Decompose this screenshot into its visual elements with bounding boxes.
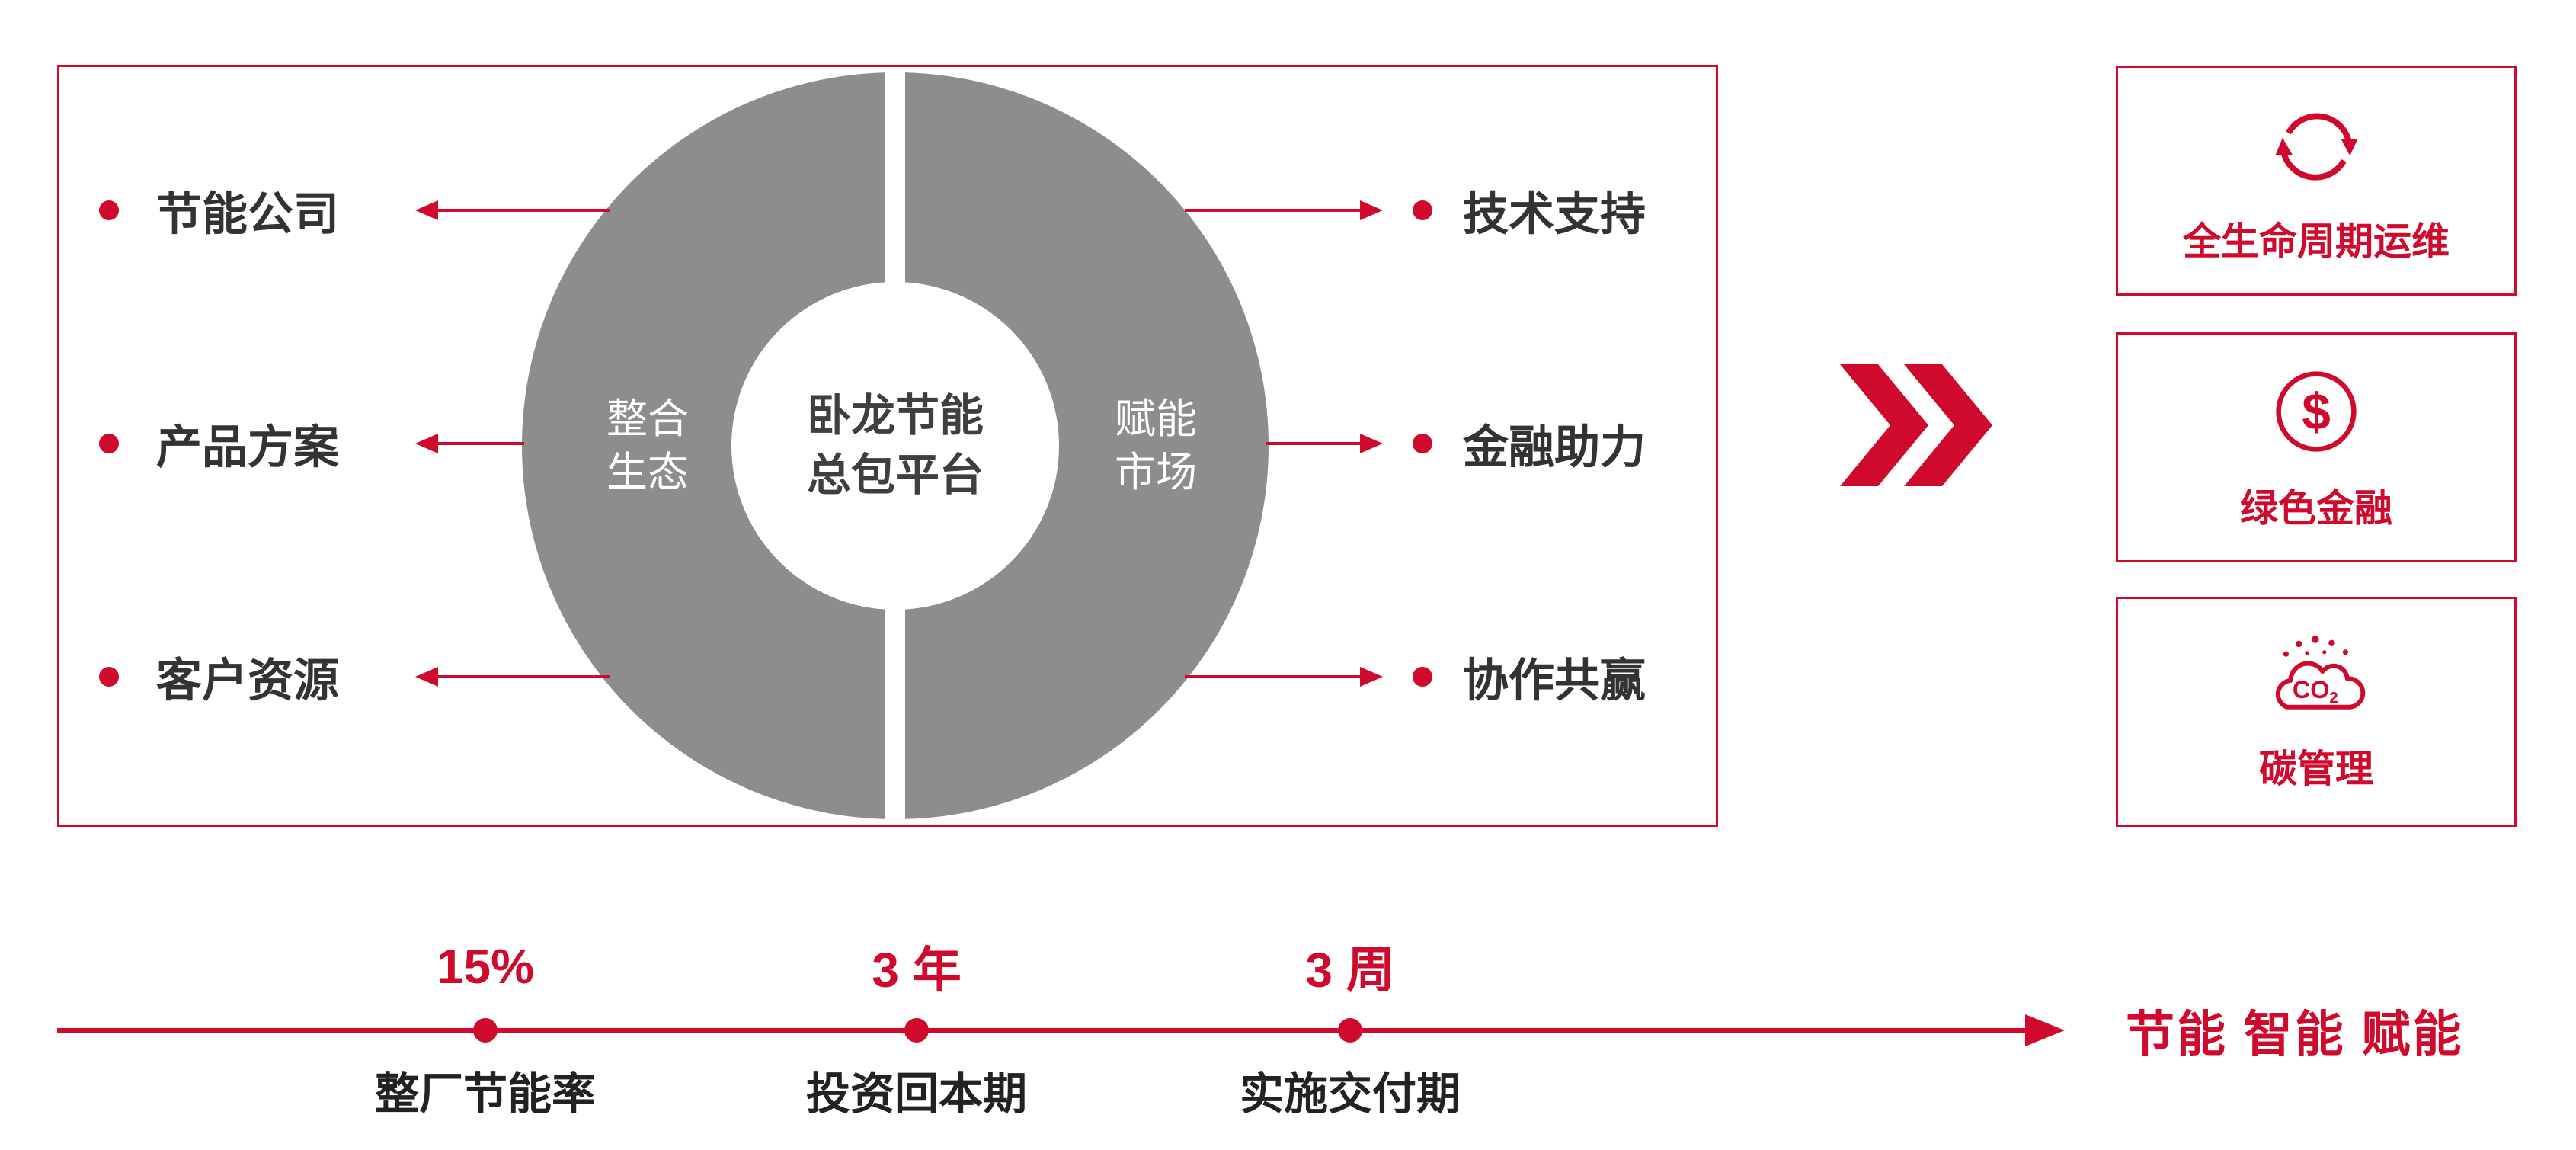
outcome-card-green-finance: $ 绿色金融 <box>2116 332 2517 562</box>
donut-left-half-label: 整合 生态 <box>606 392 689 499</box>
timeline-arrowhead-icon <box>2025 1014 2065 1046</box>
donut-left-label-line1: 整合 <box>606 396 689 442</box>
timeline-dot <box>473 1018 498 1043</box>
bullet-dot <box>1413 667 1432 687</box>
left-arrow-icon <box>438 209 610 212</box>
dollar-circle-icon: $ <box>2276 371 2357 452</box>
timeline-axis <box>57 1028 2027 1033</box>
outcome-card-label: 全生命周期运维 <box>2183 220 2450 263</box>
bullet-dot <box>1413 434 1432 453</box>
milestone-label-2: 投资回本期 <box>805 1069 1028 1119</box>
platform-left-item-2: 产品方案 <box>156 421 339 473</box>
donut-right-label-line2: 市场 <box>1115 450 1197 495</box>
platform-center-title: 卧龙节能 总包平台 <box>522 72 1269 819</box>
bullet-dot <box>1413 200 1432 220</box>
svg-text:$: $ <box>2302 383 2331 440</box>
svg-text:CO2: CO2 <box>2293 676 2338 706</box>
outcome-card-lifecycle: 全生命周期运维 <box>2116 66 2517 296</box>
timeline-dot <box>1338 1018 1362 1043</box>
platform-title-line1: 卧龙节能 <box>806 390 984 440</box>
milestone-label-3: 实施交付期 <box>1239 1069 1461 1119</box>
lifecycle-refresh-icon <box>2275 113 2358 181</box>
bullet-dot <box>99 434 119 453</box>
donut-left-label-line2: 生态 <box>606 450 689 495</box>
right-arrow-icon <box>1266 442 1360 445</box>
right-arrow-icon <box>1185 209 1360 212</box>
platform-title-line2: 总包平台 <box>806 450 984 500</box>
milestone-value-3: 3 周 <box>1305 943 1395 998</box>
milestone-label-1: 整厂节能率 <box>374 1069 597 1119</box>
platform-left-item-1: 节能公司 <box>156 188 339 240</box>
milestone-value-1: 15% <box>436 939 535 994</box>
platform-right-item-3: 协作共赢 <box>1463 655 1646 706</box>
timeline-slogan: 节能 智能 赋能 <box>2126 1007 2464 1062</box>
double-chevron-icon <box>1840 364 1992 486</box>
timeline-dot <box>904 1018 929 1043</box>
donut-right-half-label: 赋能 市场 <box>1115 392 1197 499</box>
right-arrow-icon <box>1185 675 1360 678</box>
platform-right-item-1: 技术支持 <box>1463 188 1646 240</box>
outcome-card-carbon: CO2 碳管理 <box>2116 597 2517 827</box>
platform-right-item-2: 金融助力 <box>1463 421 1646 473</box>
outcome-card-label: 碳管理 <box>2259 748 2373 790</box>
donut-right-label-line1: 赋能 <box>1115 396 1197 442</box>
left-arrow-icon <box>438 442 524 445</box>
platform-left-item-3: 客户资源 <box>156 655 339 706</box>
left-arrow-icon <box>438 675 610 678</box>
platform-donut: 整合 生态 赋能 市场 卧龙节能 总包平台 <box>522 72 1269 819</box>
donut-hole <box>731 282 1059 610</box>
milestone-value-2: 3 年 <box>872 943 962 998</box>
co2-cloud-icon: CO2 <box>2275 636 2366 710</box>
bullet-dot <box>99 200 119 220</box>
outcome-card-label: 绿色金融 <box>2240 487 2392 530</box>
bullet-dot <box>99 667 119 687</box>
